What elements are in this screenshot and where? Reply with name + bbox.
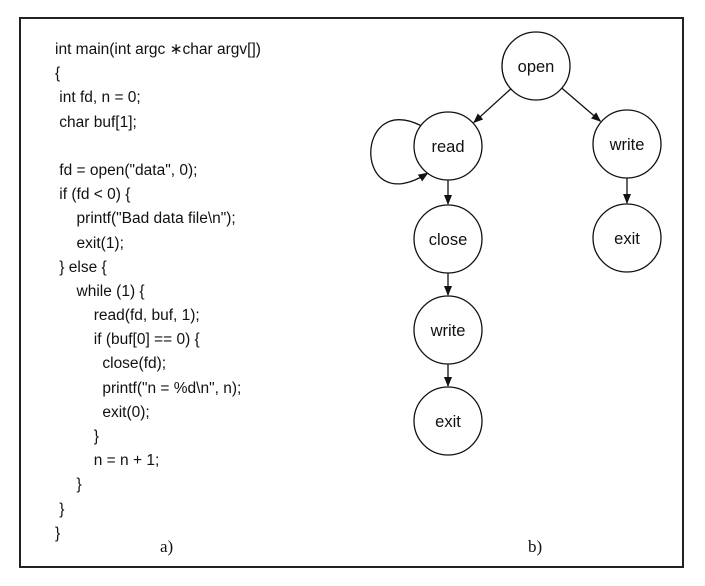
- code-line: printf("Bad data file\n");: [55, 210, 236, 228]
- node-close: close: [413, 204, 483, 274]
- node-label: open: [518, 58, 555, 76]
- node-circle: [413, 111, 483, 181]
- node-label: exit: [435, 413, 461, 431]
- node-label: exit: [614, 230, 640, 248]
- node-circle: [501, 31, 571, 101]
- node-label: read: [431, 138, 464, 156]
- code-line: read(fd, buf, 1);: [55, 307, 200, 325]
- node-write1: write: [413, 295, 483, 365]
- node-label: write: [609, 136, 645, 154]
- code-line: int fd, n = 0;: [55, 89, 141, 107]
- code-line: exit(0);: [55, 403, 150, 421]
- caption-a: a): [160, 537, 174, 556]
- code-line: n = n + 1;: [55, 452, 160, 470]
- code-line: fd = open("data", 0);: [55, 161, 198, 179]
- node-circle: [592, 203, 662, 273]
- code-line: if (fd < 0) {: [55, 186, 131, 204]
- code-line: exit(1);: [55, 234, 124, 252]
- edge-read-to-read: [370, 119, 429, 185]
- code-line: close(fd);: [55, 355, 167, 373]
- code-line: }: [55, 428, 99, 445]
- code-line: }: [55, 476, 82, 494]
- node-circle: [413, 295, 483, 365]
- code-line: if (buf[0] == 0) {: [55, 331, 200, 349]
- node-exit2: exit: [592, 203, 662, 273]
- code-line: while (1) {: [55, 282, 145, 300]
- source-code-listing: int main(int argc ∗char argv[]) { int fd,…: [55, 38, 261, 546]
- code-line: }: [55, 500, 65, 518]
- code-line: printf("n = %d\n", n);: [55, 379, 242, 397]
- figure-frame: [19, 17, 684, 568]
- node-label: close: [429, 231, 468, 249]
- code-line: } else {: [55, 258, 107, 276]
- edge-open-to-read: [473, 88, 512, 124]
- code-line: {: [55, 65, 61, 83]
- code-line: }: [55, 524, 61, 542]
- node-circle: [413, 386, 483, 456]
- caption-b: b): [528, 537, 543, 556]
- node-circle: [592, 109, 662, 179]
- node-write2: write: [592, 109, 662, 179]
- code-line: char buf[1];: [55, 113, 137, 131]
- code-line: int main(int argc ∗char argv[]): [55, 41, 261, 58]
- node-exit1: exit: [413, 386, 483, 456]
- edge-open-to-write2: [561, 87, 602, 122]
- node-label: write: [430, 322, 466, 340]
- node-read: read: [413, 111, 483, 181]
- node-open: open: [501, 31, 571, 101]
- node-circle: [413, 204, 483, 274]
